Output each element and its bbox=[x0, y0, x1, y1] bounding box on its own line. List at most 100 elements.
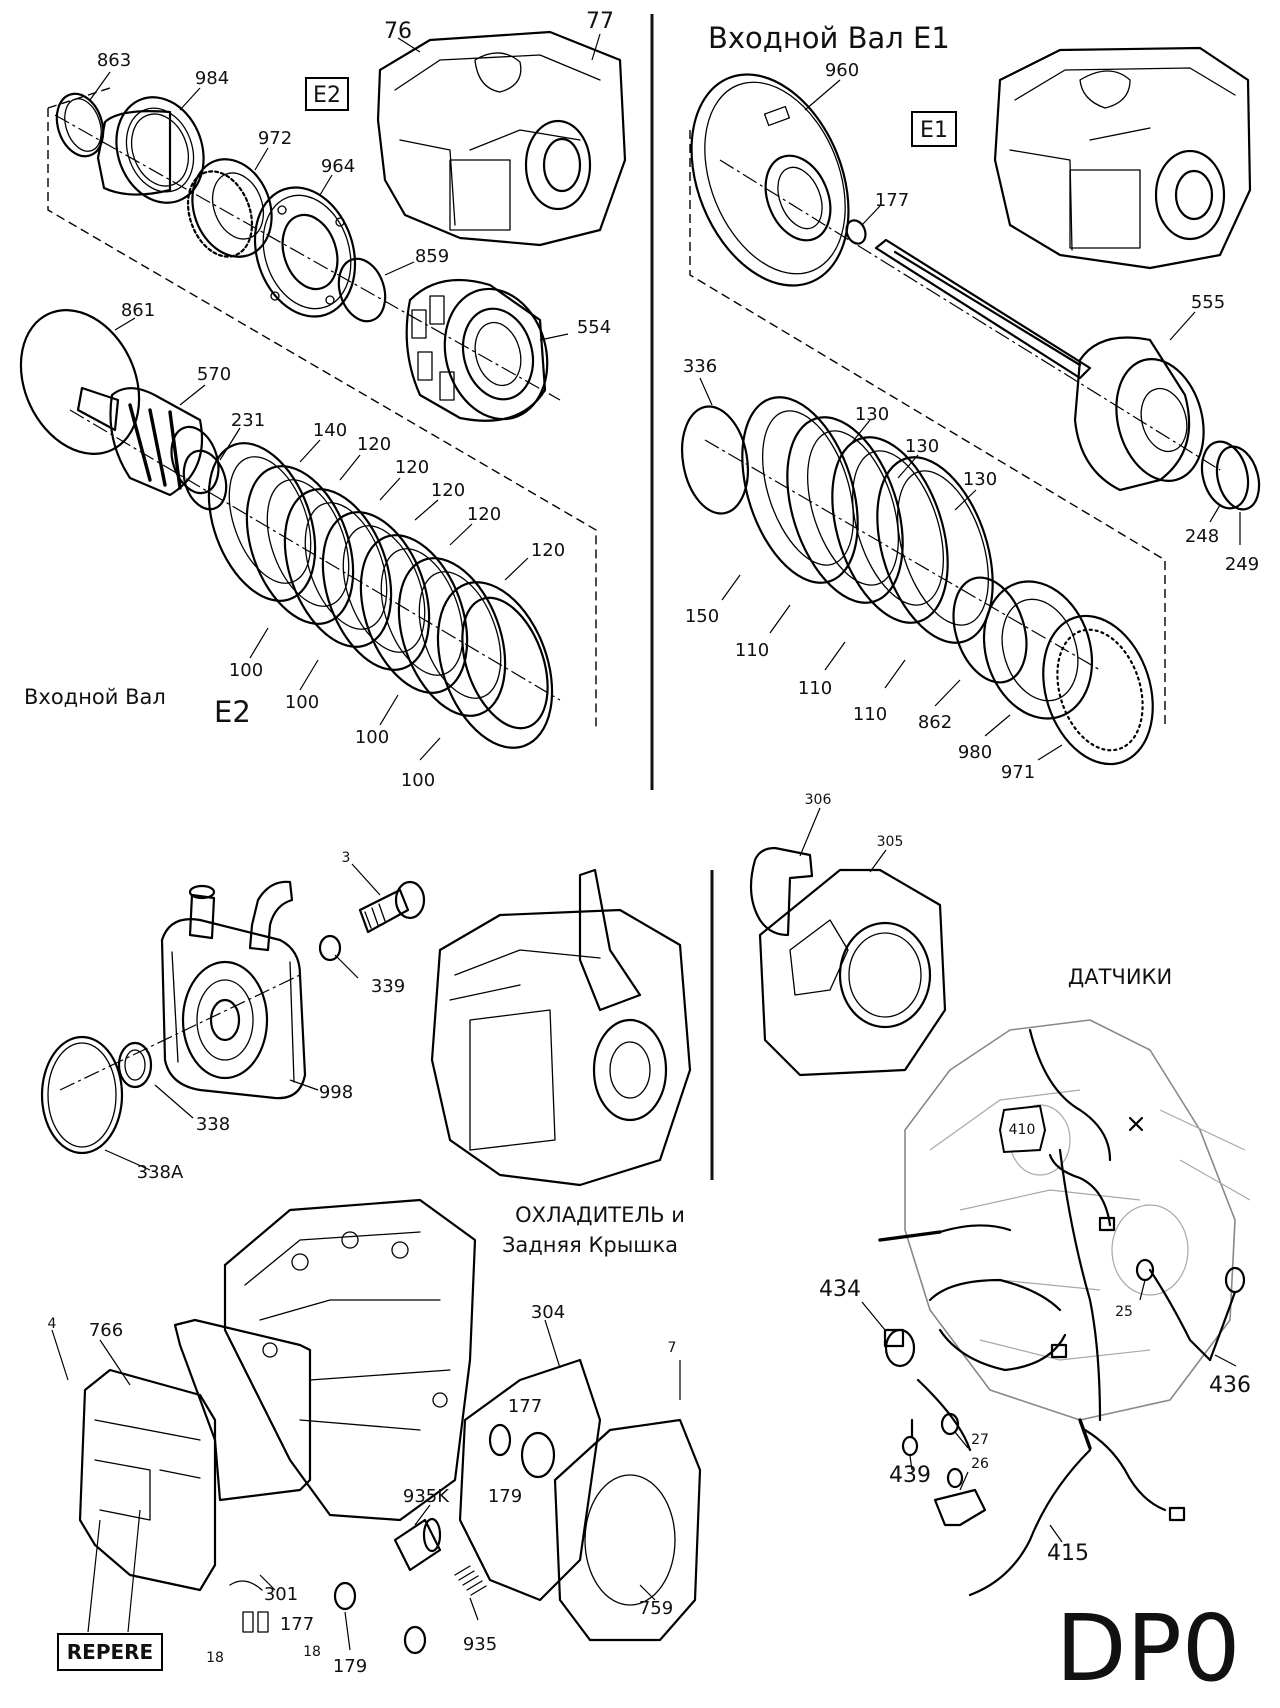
callout-130-1: 130 bbox=[855, 404, 889, 425]
callout-120-2: 120 bbox=[395, 457, 429, 478]
callout-863: 863 bbox=[97, 50, 131, 71]
o-ring-336-icon bbox=[681, 405, 749, 515]
bolt-3-icon bbox=[358, 880, 426, 934]
drum-554-icon bbox=[405, 278, 549, 422]
callout-130-2: 130 bbox=[905, 436, 939, 457]
repere-box bbox=[57, 1633, 163, 1671]
repere-text: REPERE bbox=[67, 1640, 153, 1664]
piston-935k-icon bbox=[393, 1517, 442, 1572]
callout-554: 554 bbox=[577, 317, 611, 338]
gasket-305-icon bbox=[758, 849, 947, 1077]
clutch-pack-e1-icon bbox=[741, 396, 994, 644]
oil-cooler-998-icon bbox=[160, 880, 307, 1100]
cover-301-icon bbox=[78, 1368, 217, 1592]
e1-title: Входной Вал Е1 bbox=[708, 21, 950, 55]
callout-998: 998 bbox=[319, 1082, 353, 1103]
callout-120-4: 120 bbox=[467, 504, 501, 525]
ring-27-icon bbox=[940, 1412, 960, 1436]
callout-972: 972 bbox=[258, 128, 292, 149]
callout-248: 248 bbox=[1185, 526, 1219, 547]
callout-26: 26 bbox=[971, 1456, 989, 1472]
callout-434: 434 bbox=[819, 1277, 861, 1302]
e1-label-box bbox=[911, 111, 957, 147]
cover-960-icon bbox=[690, 73, 850, 287]
assembly-frame bbox=[47, 108, 597, 730]
callout-960: 960 bbox=[825, 60, 859, 81]
seal-984-icon bbox=[96, 96, 205, 204]
callout-100-2: 100 bbox=[285, 692, 319, 713]
callout-27: 27 bbox=[971, 1432, 989, 1448]
sensor-wiring-icon bbox=[878, 1028, 1212, 1597]
plug-icon bbox=[1050, 1343, 1068, 1359]
callout-25: 25 bbox=[1115, 1304, 1133, 1320]
spring-935-icon bbox=[454, 1565, 487, 1596]
sensor-26-icon bbox=[933, 1467, 987, 1527]
sensors-section: 306 305 ДАТЧИКИ 410 bbox=[749, 792, 1251, 1597]
ring-338a-icon bbox=[40, 1035, 124, 1155]
callout-120-1: 120 bbox=[357, 434, 391, 455]
ring-231-icon bbox=[182, 449, 228, 511]
bearing-972-icon bbox=[186, 158, 273, 258]
sensors-title: ДАТЧИКИ bbox=[1068, 965, 1172, 989]
input-shaft-caption: Входной Вал bbox=[24, 685, 166, 709]
shaft-555-icon bbox=[874, 238, 1205, 492]
piston-964-icon bbox=[253, 186, 357, 318]
callout-179-bottom: 179 bbox=[333, 1656, 367, 1677]
clutch-pack-e2-icon bbox=[207, 442, 554, 749]
callout-130-3: 130 bbox=[963, 469, 997, 490]
callout-77: 77 bbox=[586, 9, 614, 34]
callout-410: 410 bbox=[1009, 1122, 1036, 1138]
e2-label-box bbox=[305, 77, 349, 111]
mark-x-icon bbox=[1128, 1116, 1144, 1132]
callout-18-b: 18 bbox=[303, 1644, 321, 1660]
callout-301: 301 bbox=[264, 1584, 298, 1605]
transmission-body-icon bbox=[223, 1198, 477, 1522]
cooler-title-line1: ОХЛАДИТЕЛЬ и bbox=[515, 1203, 685, 1227]
e1-box-text: E1 bbox=[920, 118, 948, 143]
callout-177: 177 bbox=[875, 190, 909, 211]
bracket-306-icon bbox=[749, 807, 821, 937]
pin-18b-icon bbox=[257, 1611, 269, 1633]
ring-338-icon bbox=[117, 1041, 153, 1089]
callout-100-1: 100 bbox=[229, 660, 263, 681]
callout-177-cooler: 177 bbox=[508, 1396, 542, 1417]
sensor-410-icon: 410 bbox=[998, 1104, 1112, 1227]
ring-339-icon bbox=[318, 934, 342, 962]
plug-415-icon bbox=[1168, 1506, 1186, 1522]
callout-415: 415 bbox=[1047, 1541, 1089, 1566]
cover-759-icon bbox=[553, 1418, 702, 1642]
o-ring-859-icon bbox=[337, 257, 387, 323]
transmission-housing-cooler-icon bbox=[430, 868, 692, 1187]
callout-980: 980 bbox=[958, 742, 992, 763]
callout-338: 338 bbox=[196, 1114, 230, 1135]
transmission-housing-e1-icon bbox=[993, 46, 1252, 270]
ring-179a-icon bbox=[520, 1431, 556, 1479]
callout-76: 76 bbox=[384, 19, 412, 44]
plate-980-icon bbox=[982, 580, 1094, 720]
callout-110-3: 110 bbox=[853, 704, 887, 725]
callout-339: 339 bbox=[371, 976, 405, 997]
callout-436: 436 bbox=[1209, 1373, 1251, 1398]
ghost-transmission-icon bbox=[904, 1019, 1251, 1421]
callout-3: 3 bbox=[342, 850, 351, 866]
callout-120-5: 120 bbox=[531, 540, 565, 561]
callout-231: 231 bbox=[231, 410, 265, 431]
callout-306: 306 bbox=[805, 792, 832, 808]
sensor-439-icon bbox=[901, 1418, 919, 1457]
gasket-766-icon bbox=[173, 1318, 312, 1502]
callout-336: 336 bbox=[683, 356, 717, 377]
callout-759: 759 bbox=[639, 1598, 673, 1619]
callout-862: 862 bbox=[918, 712, 952, 733]
callout-100-4: 100 bbox=[401, 770, 435, 791]
clip-icon bbox=[229, 1580, 263, 1591]
callout-140: 140 bbox=[313, 420, 347, 441]
callout-766: 766 bbox=[89, 1320, 123, 1341]
callout-18-a: 18 bbox=[206, 1650, 224, 1666]
ring-248-icon bbox=[1200, 440, 1250, 510]
ring-249-icon bbox=[1215, 445, 1261, 511]
ring-177b-icon bbox=[333, 1581, 357, 1611]
pin-18a-icon bbox=[242, 1611, 254, 1633]
callout-179-cooler: 179 bbox=[488, 1486, 522, 1507]
ring-177-icon bbox=[845, 219, 867, 245]
